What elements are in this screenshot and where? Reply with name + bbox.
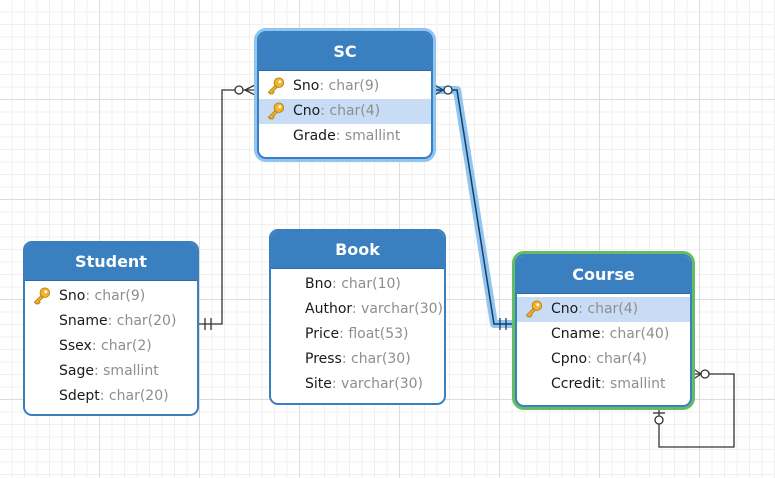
attribute-row[interactable]: Cname: char(40) (517, 322, 690, 347)
attribute-name: Ssex (59, 338, 92, 354)
attribute-type: : varchar(30) (331, 376, 424, 392)
entity-book[interactable]: Book Bno: char(10) Author: varchar(30) P… (269, 229, 446, 405)
attribute-row[interactable]: Sdept: char(20) (25, 384, 197, 409)
relationship-student-sc[interactable] (199, 83, 258, 330)
attribute-type: : smallint (600, 376, 666, 392)
attribute-name: Cpno (551, 351, 588, 367)
attribute-row[interactable]: Grade: smallint (259, 124, 431, 149)
attribute-type: : smallint (335, 128, 401, 144)
key-icon (525, 300, 543, 318)
entity-course-title: Course (517, 256, 690, 294)
attribute-type: : float(53) (339, 326, 409, 342)
key-icon (267, 77, 285, 95)
attribute-name: Press (305, 351, 342, 367)
attribute-type: : char(20) (99, 388, 169, 404)
attribute-name: Sname (59, 313, 108, 329)
attribute-name: Bno (305, 276, 333, 292)
attribute-type: : char(30) (341, 351, 411, 367)
entity-sc[interactable]: SC Sno: char(9) Cno: char(4) Grade: smal… (257, 31, 433, 159)
attribute-type: : char(4) (578, 301, 639, 317)
attribute-row[interactable]: Sage: smallint (25, 359, 197, 384)
attribute-type: : char(2) (91, 338, 152, 354)
attribute-row[interactable]: Price: float(53) (271, 322, 444, 347)
entity-sc-title: SC (259, 33, 431, 71)
attribute-row[interactable]: Ssex: char(2) (25, 334, 197, 359)
attribute-row[interactable]: Cpno: char(4) (517, 347, 690, 372)
attribute-row[interactable]: Sname: char(20) (25, 309, 197, 334)
attribute-name: Sno (59, 288, 86, 304)
attribute-name: Sno (293, 78, 320, 94)
attribute-row[interactable]: Sno: char(9) (259, 74, 431, 99)
key-icon (33, 287, 51, 305)
attribute-type: : char(4) (587, 351, 648, 367)
relationship-sc-course[interactable] (432, 83, 515, 330)
attribute-row[interactable]: Site: varchar(30) (271, 372, 444, 397)
attribute-type: : char(9) (85, 288, 146, 304)
attribute-name: Cno (293, 103, 321, 119)
key-icon (267, 102, 285, 120)
attribute-row[interactable]: Sno: char(9) (25, 284, 197, 309)
attribute-name: Sdept (59, 388, 100, 404)
entity-student-title: Student (25, 243, 197, 281)
attribute-row[interactable]: Cno: char(4) (517, 297, 690, 322)
attribute-row[interactable]: Bno: char(10) (271, 272, 444, 297)
attribute-row[interactable]: Author: varchar(30) (271, 297, 444, 322)
entity-course[interactable]: Course Cno: char(4) Cname: char(40) Cpno… (515, 254, 692, 407)
attribute-name: Cno (551, 301, 579, 317)
attribute-row[interactable]: Press: char(30) (271, 347, 444, 372)
attribute-row[interactable]: Cno: char(4) (259, 99, 431, 124)
entity-book-title: Book (271, 231, 444, 269)
attribute-type: : char(9) (319, 78, 380, 94)
attribute-name: Ccredit (551, 376, 601, 392)
attribute-type: : varchar(30) (351, 301, 444, 317)
attribute-name: Site (305, 376, 332, 392)
attribute-type: : char(40) (600, 326, 670, 342)
attribute-name: Cname (551, 326, 601, 342)
attribute-name: Sage (59, 363, 94, 379)
attribute-type: : char(10) (332, 276, 401, 292)
relationship-course-self[interactable] (653, 367, 735, 448)
attribute-type: : char(4) (320, 103, 381, 119)
attribute-name: Price (305, 326, 340, 342)
attribute-type: : smallint (93, 363, 159, 379)
attribute-row[interactable]: Ccredit: smallint (517, 372, 690, 397)
attribute-name: Grade (293, 128, 336, 144)
attribute-name: Author (305, 301, 352, 317)
entity-student[interactable]: Student Sno: char(9) Sname: char(20) Sse… (23, 241, 199, 416)
attribute-type: : char(20) (107, 313, 177, 329)
